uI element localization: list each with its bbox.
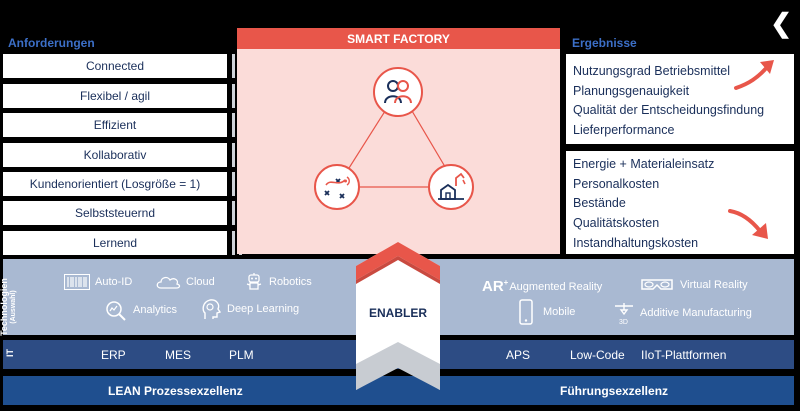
- requirement-item: Lernend: [3, 231, 227, 255]
- brain-head-icon: [202, 299, 222, 319]
- it-item: IIoT-Plattformen: [641, 348, 727, 362]
- requirement-item: Flexibel / agil: [3, 84, 227, 108]
- it-item: Low-Code: [570, 348, 625, 362]
- tech-robotics: Robotics: [244, 272, 312, 292]
- tech-virtual-reality: Virtual Reality: [639, 276, 748, 294]
- it-item: PLM: [229, 348, 254, 362]
- arrow-down-icon: [728, 209, 768, 239]
- enabler-label: ENABLER: [368, 306, 427, 320]
- results-heading: Ergebnisse: [572, 36, 637, 50]
- smart-factory-panel: [237, 28, 560, 254]
- it-item: MES: [165, 348, 192, 362]
- tech-augmented-reality: AR+ Augmented Reality: [482, 278, 603, 295]
- ar-icon: AR+: [482, 278, 509, 295]
- barcode-icon: [64, 274, 90, 290]
- result-increase-item: Lieferperformance: [573, 123, 675, 138]
- requirements-heading: Anforderungen: [8, 36, 95, 50]
- arrow-up-icon: [734, 60, 774, 90]
- it-item: APS: [506, 348, 531, 362]
- requirement-item: Selbststeuernd: [3, 201, 227, 225]
- requirement-item: Kollaborativ: [3, 143, 227, 167]
- people-node-icon: [373, 67, 423, 117]
- smart-factory-header: SMART FACTORY: [237, 28, 560, 49]
- result-decrease-item: Personalkosten: [573, 176, 660, 191]
- magnifier-icon: [106, 301, 126, 321]
- requirement-item: Kundenorientiert (Losgröße = 1): [3, 172, 227, 196]
- tech-deep-learning: Deep Learning: [200, 297, 299, 321]
- result-decrease-item: Instandhaltungskosten: [573, 235, 699, 250]
- leadership-excellence-label: Führungsexzellenz: [560, 384, 669, 398]
- tech-additive-manufacturing: 3D Additive Manufacturing: [613, 300, 752, 326]
- it-item: ERP: [101, 348, 126, 362]
- svg-text:3D: 3D: [619, 319, 628, 326]
- tech-cloud: Cloud: [155, 274, 215, 290]
- requirement-item: Connected: [3, 54, 227, 78]
- result-increase-item: Planungsgenauigkeit: [573, 83, 690, 98]
- tech-analytics: Analytics: [104, 299, 177, 321]
- strategy-node-icon: [314, 164, 360, 210]
- enabler-arrow: [356, 242, 440, 390]
- requirement-item: Effizient: [3, 113, 227, 137]
- tech-auto-id: Auto-ID: [64, 274, 132, 290]
- lean-excellence-label: LEAN Prozessexzellenz: [108, 384, 243, 398]
- result-decrease-item: Qualitätskosten: [573, 216, 660, 231]
- factory-node-icon: [428, 164, 474, 210]
- vr-goggles-icon: [641, 279, 673, 290]
- it-label: IT: [5, 349, 15, 357]
- foundation-bar: [3, 376, 794, 405]
- result-increase-item: Nutzungsgrad Betriebsmittel: [573, 64, 731, 78]
- tech-mobile: Mobile: [518, 299, 575, 325]
- result-decrease-item: Energie + Materialeinsatz: [573, 157, 715, 171]
- results-decrease-box: Energie + Materialeinsatz Personalkosten…: [566, 151, 794, 254]
- cloud-icon: [156, 276, 181, 289]
- smartphone-icon: [519, 299, 533, 325]
- result-increase-item: Qualität der Entscheidungsfindung: [573, 103, 765, 118]
- 3d-printer-icon: 3D: [615, 303, 633, 326]
- technology-label: Technologien (Auswahl): [0, 278, 17, 336]
- results-increase-box: Nutzungsgrad Betriebsmittel Planungsgena…: [566, 54, 794, 144]
- result-decrease-item: Bestände: [573, 196, 626, 211]
- robot-icon: [246, 273, 262, 290]
- back-button[interactable]: ❮: [770, 8, 792, 38]
